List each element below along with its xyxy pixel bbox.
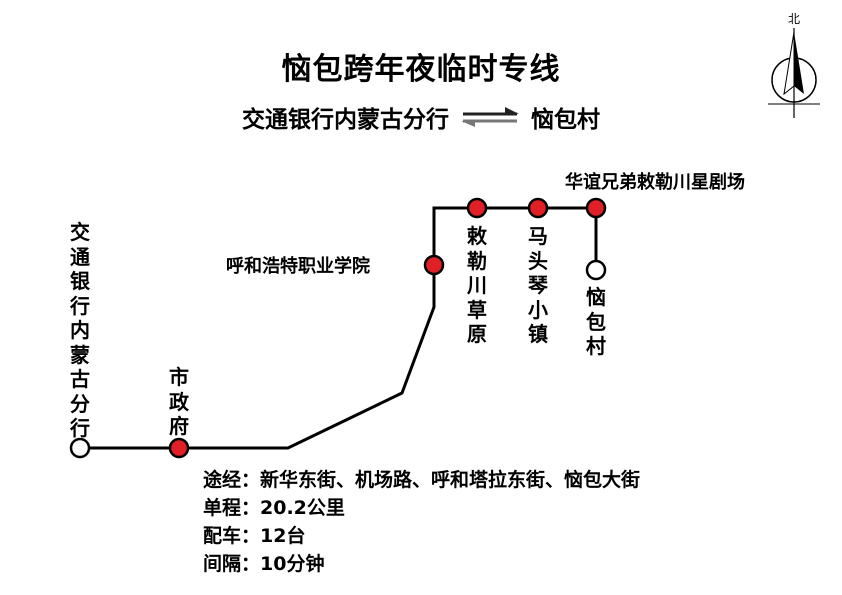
station-label: 交通银行内蒙古分行 <box>70 220 90 440</box>
map-title: 恼包跨年夜临时专线 <box>281 52 561 87</box>
route-direction: 交通银行内蒙古分行 恼包村 <box>0 100 842 134</box>
station-marker <box>466 197 488 219</box>
info-value: 12台 <box>260 525 306 547</box>
station-marker <box>585 197 607 219</box>
station-marker-terminus <box>585 259 607 281</box>
info-row-interval: 间隔：10分钟 <box>203 550 640 578</box>
station-label: 马头琴小镇 <box>528 224 548 346</box>
info-label: 配车： <box>203 525 261 547</box>
route-to: 恼包村 <box>531 107 600 133</box>
route-line <box>80 206 598 450</box>
info-row-distance: 单程：20.2公里 <box>203 494 640 522</box>
info-value: 10分钟 <box>260 553 325 575</box>
two-way-arrow-icon <box>461 107 519 127</box>
station-marker <box>527 197 549 219</box>
info-label: 间隔： <box>203 553 261 575</box>
station-marker-terminus <box>69 437 91 459</box>
info-row-vehicles: 配车：12台 <box>203 522 640 550</box>
station-label: 恼包村 <box>586 285 606 358</box>
north-compass-icon: 北 <box>768 12 820 118</box>
station-marker <box>423 254 445 276</box>
info-label: 单程： <box>203 497 261 519</box>
station-marker <box>168 437 190 459</box>
info-row-via: 途经：新华东街、机场路、呼和塔拉东街、恼包大街 <box>203 466 640 494</box>
info-label: 途经： <box>203 469 261 491</box>
info-value: 新华东街、机场路、呼和塔拉东街、恼包大街 <box>260 469 641 491</box>
station-label: 华谊兄弟敕勒川星剧场 <box>565 172 745 193</box>
station-label: 呼和浩特职业学院 <box>226 256 370 277</box>
compass-label: 北 <box>788 12 800 26</box>
route-info: 途经：新华东街、机场路、呼和塔拉东街、恼包大街 单程：20.2公里 配车：12台… <box>203 466 640 578</box>
station-label: 敕勒川草原 <box>467 224 487 346</box>
route-from: 交通银行内蒙古分行 <box>242 107 449 133</box>
station-label: 市政府 <box>169 365 189 438</box>
info-value: 20.2公里 <box>260 497 345 519</box>
